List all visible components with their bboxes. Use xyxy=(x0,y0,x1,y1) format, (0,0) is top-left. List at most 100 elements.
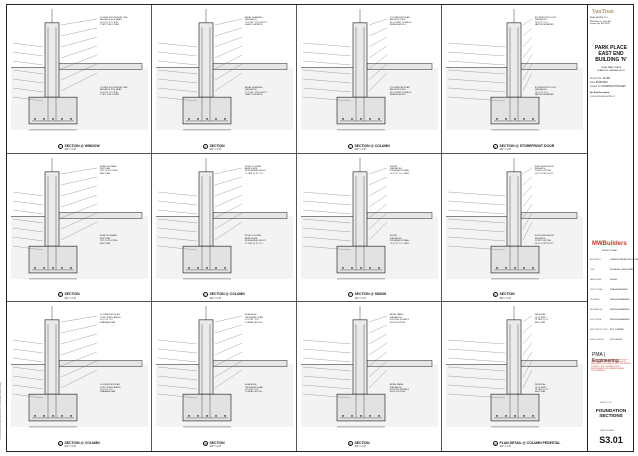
detail-panel: PEDESTAL (4) #6 VERT. #3 TIES @ 12" SEE … xyxy=(442,302,587,451)
detail-title: SECTION @ SIDING xyxy=(354,292,387,297)
detail-number: 4 xyxy=(492,143,498,149)
leader-line xyxy=(12,394,44,399)
leader-line xyxy=(214,325,242,334)
leader-line xyxy=(368,203,387,218)
team-row: STRUCTURAL PMA ENGINEERING xyxy=(590,289,628,291)
detail-notes: METAL FLASHING (SEE ARCH) #5 CONT. TOP &… xyxy=(244,17,268,27)
project-name: PARK PLACE EAST END BUILDING 'N' xyxy=(594,45,628,63)
leader-line xyxy=(447,245,506,250)
detail-notes: RIGID INSULATION SEE ARCH CONT. FOOTING … xyxy=(534,165,554,175)
detail-number: 12 xyxy=(492,440,498,446)
leader-line xyxy=(522,194,533,207)
detail-notes: COLUMN PER PLAN CONT. STEEL ANGLE #4 @ 1… xyxy=(99,314,121,324)
detail-scale: 3/4" = 1'-0" xyxy=(64,148,77,152)
leader-line xyxy=(157,51,198,57)
rebar-dot xyxy=(61,118,63,120)
leader-line xyxy=(12,42,44,48)
detail-title: SECTION xyxy=(209,143,225,148)
rebar-dot xyxy=(496,266,498,269)
section-drawing xyxy=(446,8,583,131)
detail-scale: 3/4" = 1'-0" xyxy=(499,296,512,300)
team-role: LANDSCAPE xyxy=(590,279,602,281)
leader-line xyxy=(214,36,242,48)
detail-notes: COLUMN PER PLAN ANCHOR RODS (4) #5 VERT.… xyxy=(389,86,412,96)
sheet-number-label: SHEET NUMBER xyxy=(600,430,615,432)
detail-notes: CLOSED PULTRUSION LINE SEE ARCH FOR HEAD… xyxy=(99,86,128,96)
leader-line xyxy=(522,361,533,378)
leader-line xyxy=(157,96,198,102)
leader-line xyxy=(522,167,532,174)
team-role: STRUCTURAL xyxy=(590,289,603,291)
leader-line xyxy=(368,54,387,70)
section-drawing xyxy=(156,157,293,279)
leader-line xyxy=(157,78,198,84)
firm-logo: VanTrust xyxy=(592,9,614,15)
rebar-dot xyxy=(360,415,362,418)
leader-line xyxy=(368,185,387,196)
rebar-dot xyxy=(342,118,344,120)
detail-title: SECTION xyxy=(354,440,370,445)
footing xyxy=(490,245,540,273)
leader-line xyxy=(214,63,242,81)
rebar-dot xyxy=(523,415,525,418)
detail-number: 8 xyxy=(492,292,498,298)
team-role: ELECTRICAL xyxy=(590,319,602,321)
foundation-wall xyxy=(44,171,60,247)
detail-title: SECTION @ COLUMN xyxy=(354,143,390,148)
leader-line xyxy=(522,36,533,48)
detail-title: SECTION @ STOREFRONT DOOR xyxy=(499,143,555,148)
foundation-wall xyxy=(352,319,368,395)
detail-scale: 3/4" = 1'-0" xyxy=(354,296,367,300)
leader-line xyxy=(157,358,198,363)
detail-title: SECTION xyxy=(499,292,515,297)
leader-line xyxy=(522,185,533,196)
title-block: VanTrust REAL ESTATE, LLC 4900 Main St.,… xyxy=(588,4,638,452)
leader-line xyxy=(214,212,242,229)
leader-line xyxy=(302,349,352,354)
rebar-dot xyxy=(34,118,36,120)
team-role: FIRE PROTECTION xyxy=(590,329,608,331)
detail-number: 9 xyxy=(57,440,63,446)
rebar-dot xyxy=(532,118,534,120)
footing xyxy=(182,394,232,422)
team-firm: PMA ENGINEERING xyxy=(610,289,628,291)
leader-line xyxy=(12,209,44,214)
rebar-dot xyxy=(369,266,371,269)
leader-line xyxy=(214,361,242,378)
detail-notes: METAL PANEL (SEE ARCH) FOOTING DOWELS ST… xyxy=(389,384,409,394)
detail-scale: 3/4" = 1'-0" xyxy=(64,296,77,300)
rebar-dot xyxy=(52,415,54,418)
leader-line xyxy=(302,87,352,93)
leader-line xyxy=(214,18,242,26)
leader-line xyxy=(12,51,44,57)
leader-line xyxy=(522,72,533,92)
rebar-dot xyxy=(215,266,217,269)
detail-notes: SLAB ON GRADE PER PLAN TOP OF FOOTING SE… xyxy=(99,165,118,175)
leader-line xyxy=(302,227,352,232)
leader-line xyxy=(157,376,198,381)
leader-line xyxy=(368,63,387,81)
detail-number: 10 xyxy=(202,440,208,446)
leader-line xyxy=(302,209,352,214)
leader-line xyxy=(302,96,352,102)
detail-number: 6 xyxy=(202,292,208,298)
detail-panel: STOREFRONT DOOR (SEE ARCH) #4 @ 12" O.C.… xyxy=(442,5,587,154)
rebar-dot xyxy=(514,266,516,269)
leader-line xyxy=(214,370,242,389)
leader-line xyxy=(368,167,387,174)
detail-notes: SIDING (SEE ARCH) FOUNDATION WALL #5 @ 1… xyxy=(389,165,410,175)
leader-line xyxy=(12,78,44,84)
leader-line xyxy=(157,340,198,345)
leader-line xyxy=(157,227,198,232)
leader-line xyxy=(447,42,506,48)
detail-panel: STEEL COLUMN BASE PLATE NON-SHRINK GROUT… xyxy=(152,153,297,303)
leader-line xyxy=(522,334,533,345)
rebar-dot xyxy=(215,415,217,418)
foundation-wall xyxy=(44,319,60,395)
leader-line xyxy=(12,340,44,345)
team-firm: OKC DESIGN xyxy=(610,339,622,341)
leader-line xyxy=(447,200,506,205)
